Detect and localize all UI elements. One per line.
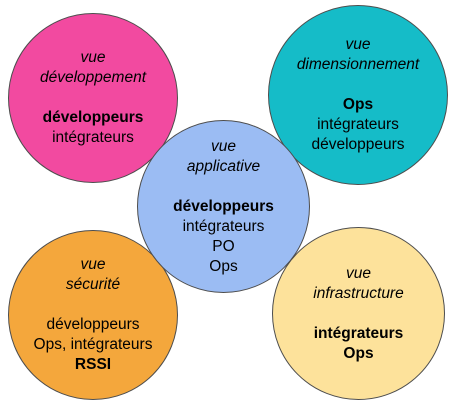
- view-securite-role: développeurs: [46, 316, 140, 333]
- view-dimensionnement-role: Ops: [342, 96, 374, 113]
- view-applicative-circle: vue applicative développeurs intégrateur…: [137, 120, 310, 293]
- view-securite-role: RSSI: [74, 356, 112, 373]
- view-developpement-role: développeurs: [42, 109, 144, 126]
- view-dimensionnement-title-line1: vue: [345, 36, 371, 53]
- view-dimensionnement-role: développeurs: [311, 136, 405, 153]
- view-dimensionnement-title-line2: dimensionnement: [296, 56, 420, 73]
- view-applicative-role: Ops: [209, 257, 238, 275]
- view-infrastructure-role: Ops: [343, 344, 374, 362]
- view-securite-title-line1: vue: [80, 256, 106, 273]
- view-applicative-role: PO: [212, 237, 235, 255]
- view-developpement-circle: vue développement développeurs intégrate…: [8, 13, 178, 183]
- view-developpement-role: intégrateurs: [52, 129, 134, 146]
- view-securite-role: Ops, intégrateurs: [33, 336, 153, 353]
- view-infrastructure-title-line1: vue: [346, 264, 371, 282]
- view-securite-title-line2: sécurité: [65, 276, 121, 293]
- view-applicative-role: développeurs: [173, 197, 274, 215]
- view-developpement-title-line1: vue: [80, 49, 106, 66]
- view-applicative-title-line2: applicative: [186, 157, 261, 175]
- view-infrastructure-title-line2: infrastructure: [313, 284, 404, 302]
- view-infrastructure-circle: vue infrastructure intégrateurs Ops: [272, 227, 445, 400]
- view-applicative-title-line1: vue: [211, 137, 236, 155]
- view-securite-circle: vue sécurité développeurs Ops, intégrate…: [8, 230, 178, 400]
- view-infrastructure-role: intégrateurs: [313, 324, 404, 342]
- view-dimensionnement-role: intégrateurs: [317, 116, 399, 133]
- view-applicative-role: intégrateurs: [182, 217, 265, 235]
- view-developpement-title-line2: développement: [40, 69, 146, 86]
- view-dimensionnement-circle: vue dimensionnement Ops intégrateurs dév…: [268, 5, 448, 185]
